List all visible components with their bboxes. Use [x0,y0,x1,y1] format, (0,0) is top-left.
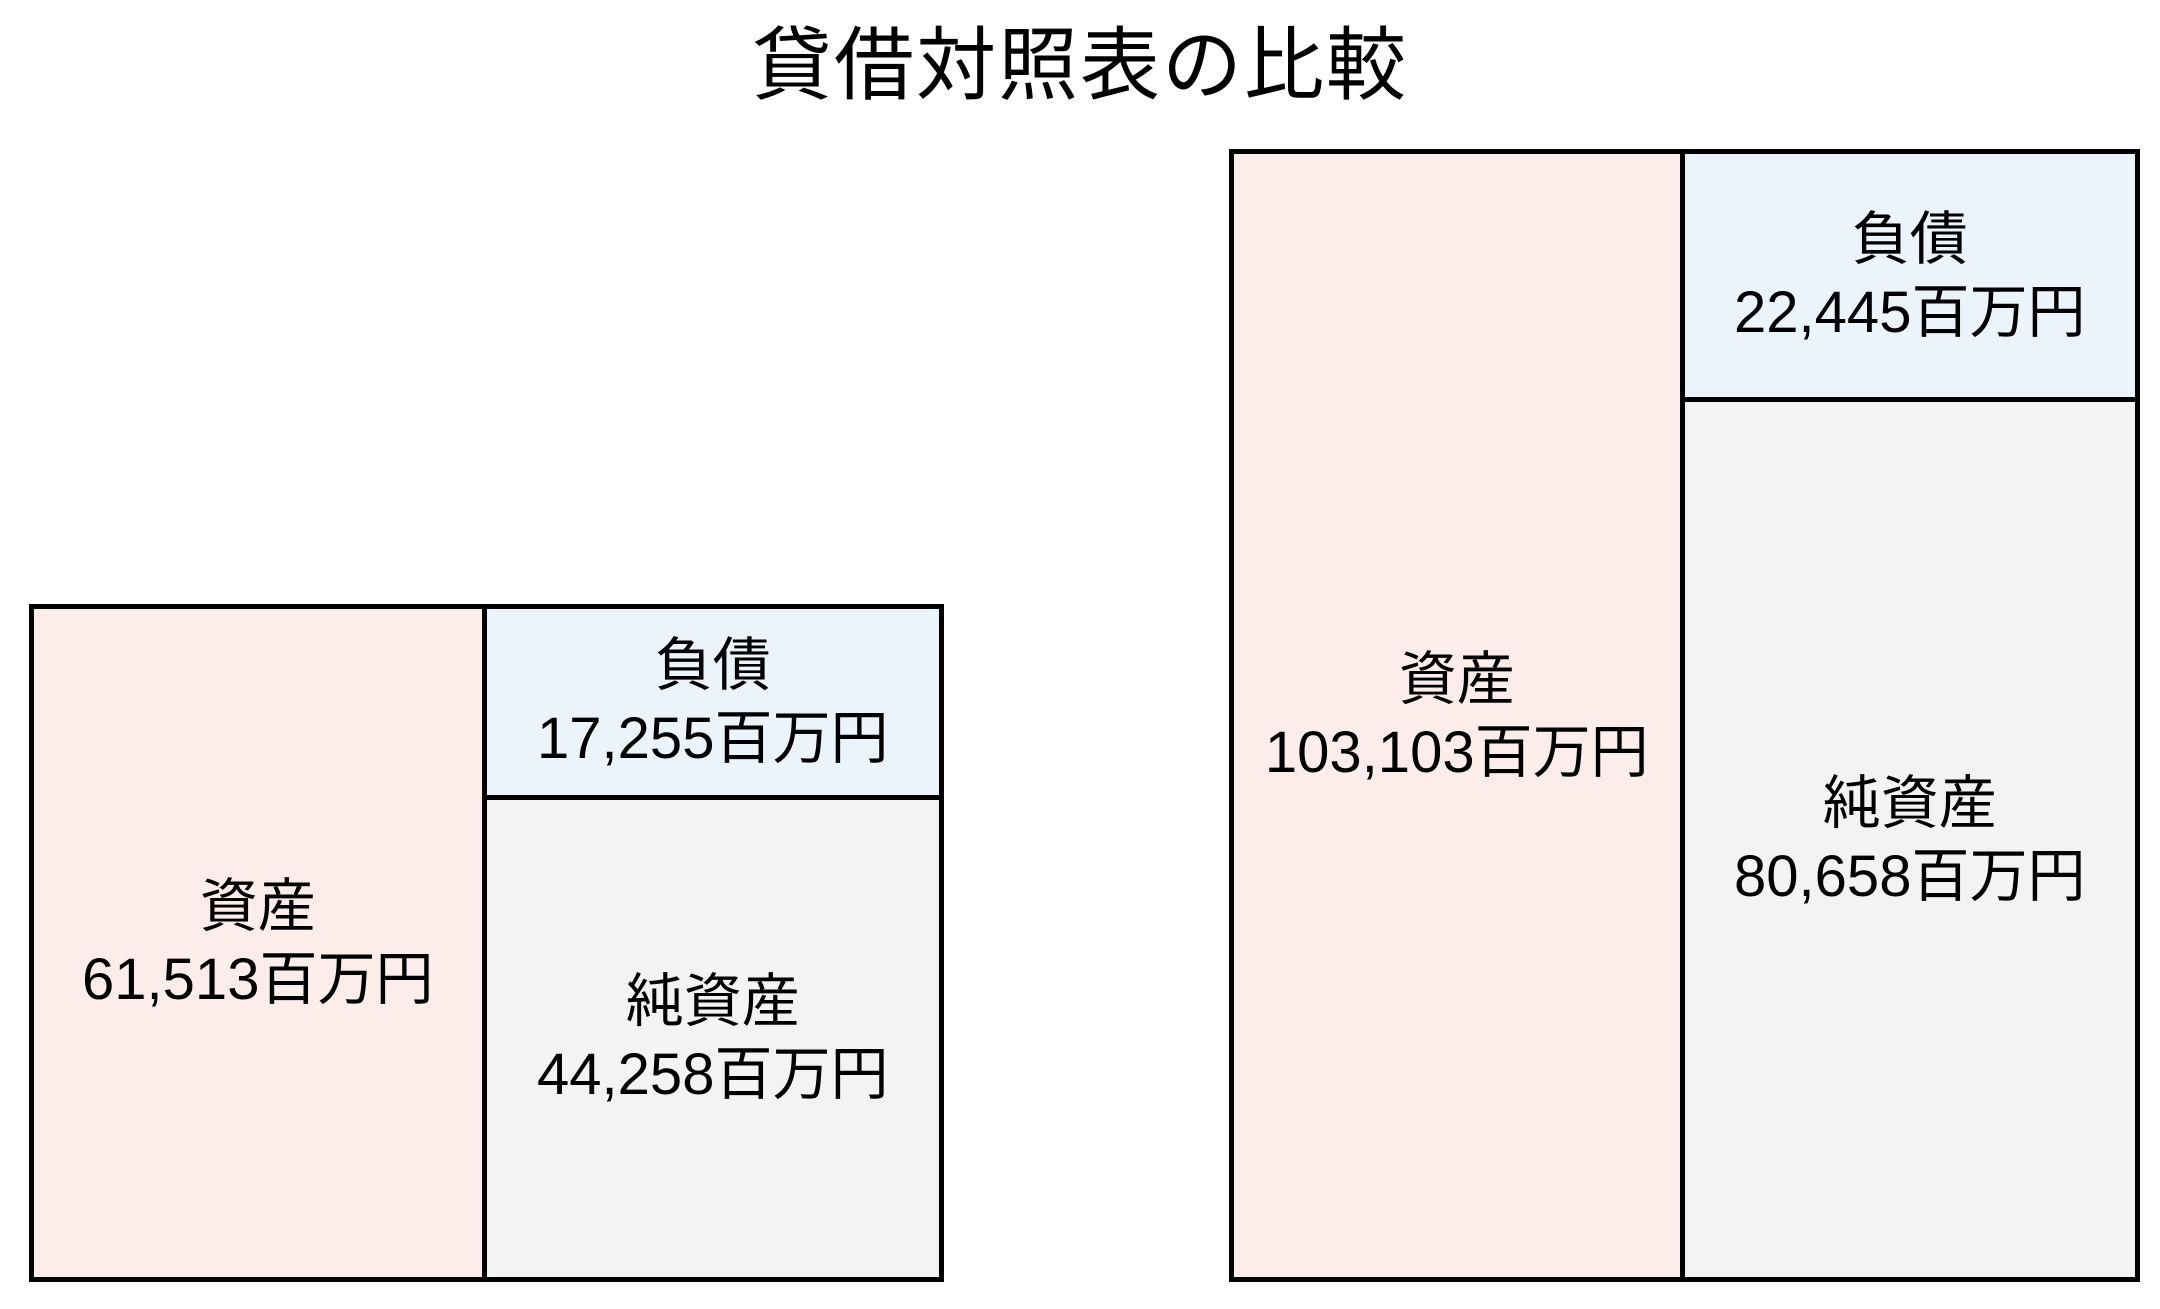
assets-value: 61,513百万円 [82,947,434,1012]
liabilities-label: 負債 [654,632,771,698]
net-assets-box-right: 純資産 80,658百万円 [1684,402,2135,1277]
liabilities-netassets-column-left: 負債 17,255百万円 純資産 44,258百万円 [486,609,939,1277]
net-assets-label: 純資産 [1822,770,1997,836]
net-assets-value: 80,658百万円 [1734,843,2086,909]
assets-label: 資産 [199,874,316,939]
liabilities-netassets-column-right: 負債 22,445百万円 純資産 80,658百万円 [1684,154,2135,1277]
net-assets-box-left: 純資産 44,258百万円 [486,799,939,1277]
assets-box-right: 資産 103,103百万円 [1234,154,1685,1277]
net-assets-value: 44,258百万円 [537,1042,889,1108]
liabilities-box-right: 負債 22,445百万円 [1684,154,2135,403]
assets-value: 103,103百万円 [1264,719,1649,785]
liabilities-box-left: 負債 17,255百万円 [486,609,939,800]
liabilities-label: 負債 [1851,206,1968,272]
assets-label: 資産 [1398,646,1515,712]
chart-title: 貸借対照表の比較 [752,21,1408,110]
assets-box-left: 資産 61,513百万円 [34,609,487,1277]
liabilities-value: 22,445百万円 [1734,279,2086,345]
balance-sheet-right: 資産 103,103百万円 負債 22,445百万円 純資産 80,658百万円 [1229,149,2140,1282]
net-assets-label: 純資産 [625,969,800,1035]
liabilities-value: 17,255百万円 [537,705,889,771]
balance-sheet-left: 資産 61,513百万円 負債 17,255百万円 純資産 44,258百万円 [29,604,944,1282]
